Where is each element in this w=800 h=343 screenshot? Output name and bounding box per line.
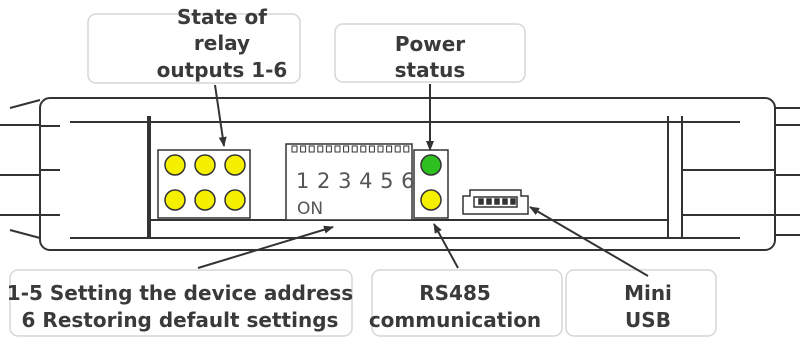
dip-setting-arrow: [197, 225, 334, 269]
dip-switch-tooth: [403, 145, 410, 153]
dip-switch-tooth: [360, 145, 367, 153]
power-status-label-line1: Power: [395, 32, 465, 56]
dip-setting-label-line1: 1-5 Setting the device address: [7, 281, 353, 305]
relay-led-4: [164, 189, 186, 211]
dip-switch-tooth: [300, 145, 307, 153]
relay-led-5: [194, 189, 216, 211]
dip-switch-tooth: [317, 145, 324, 153]
dip-switch-tooth: [351, 145, 358, 153]
relay-led-3: [224, 154, 246, 176]
relay-state-label-line2: relay: [194, 31, 250, 55]
power-status-led: [420, 154, 442, 176]
mini-usb-callout: [565, 269, 717, 337]
device-housing: [0, 97, 800, 251]
dip-switch-numbers: 1 2 3 4 5 6: [296, 169, 415, 193]
relay-led-6: [224, 189, 246, 211]
mini-usb-arrow: [529, 206, 649, 277]
dip-switch-tooth: [368, 145, 375, 153]
usb-pin: [486, 198, 492, 205]
rs485-label-line1: RS485: [419, 281, 491, 305]
rs485-label-line2: communication: [369, 308, 541, 332]
dip-setting-callout: [9, 269, 353, 337]
mini-usb-label-line1: Mini: [624, 281, 672, 305]
rs485-callout: [371, 269, 563, 337]
dip-switch-tooth: [325, 145, 332, 153]
rs485-communication-led: [420, 189, 442, 211]
relay-state-arrow: [214, 84, 227, 147]
dip-switch-tooth: [377, 145, 384, 153]
relay-state-label-line3: outputs 1-6: [157, 58, 288, 82]
dip-switch-tooth: [386, 145, 393, 153]
dip-switch-tooth: [308, 145, 315, 153]
usb-pin: [502, 198, 508, 205]
usb-pin: [478, 198, 484, 205]
power-status-callout: [334, 23, 526, 83]
callout-boxes: [9, 13, 717, 337]
power-status-label-line2: status: [395, 58, 466, 82]
dip-switch-tooth: [291, 145, 298, 153]
dip-switch-tooth: [334, 145, 341, 153]
relay-led-1: [164, 154, 186, 176]
usb-pin: [494, 198, 500, 205]
rs485-arrow: [433, 223, 459, 269]
usb-pin: [510, 198, 516, 205]
dip-switch: 1 2 3 4 5 6 ON: [285, 143, 415, 221]
relay-state-callout: [87, 13, 301, 84]
relay-leds: [164, 154, 246, 211]
mini-usb-label-line2: USB: [625, 308, 671, 332]
relay-led-2: [194, 154, 216, 176]
dip-switch-tooth: [394, 145, 401, 153]
relay-state-label-line1: State of: [177, 5, 267, 29]
dip-switch-on-label: ON: [297, 199, 323, 219]
dip-switch-tooth: [343, 145, 350, 153]
dip-setting-label-line2: 6 Restoring default settings: [22, 308, 339, 332]
mini-usb-port: [462, 189, 529, 215]
